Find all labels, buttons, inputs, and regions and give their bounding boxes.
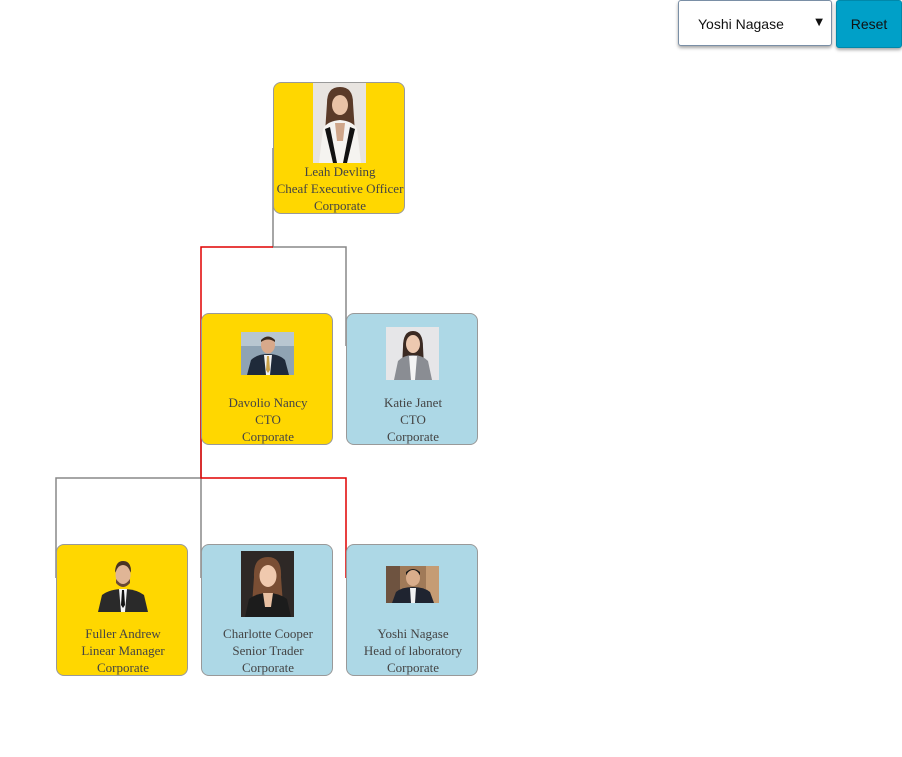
- node-title: Cheaf Executive Officer: [276, 181, 404, 196]
- connector-davolio-fuller: [55, 477, 201, 578]
- person-photo-yoshi: [386, 566, 439, 603]
- person-photo-charlotte: [241, 551, 294, 617]
- person-photo-davolio: [241, 332, 294, 375]
- reset-button[interactable]: Reset: [836, 0, 902, 48]
- org-node-yoshi-nagase[interactable]: Yoshi Nagase Head of laboratory Corporat…: [346, 544, 478, 676]
- toolbar: Yoshi Nagase ▼ Reset: [678, 0, 902, 50]
- org-node-fuller-andrew[interactable]: Fuller Andrew Linear Manager Corporate: [56, 544, 188, 676]
- node-name: Yoshi Nagase: [377, 626, 449, 641]
- org-node-katie-janet[interactable]: Katie Janet CTO Corporate: [346, 313, 478, 445]
- node-department: Corporate: [242, 429, 294, 444]
- employee-select[interactable]: Yoshi Nagase ▼: [678, 0, 832, 46]
- node-name: Katie Janet: [383, 395, 443, 410]
- node-title: Linear Manager: [81, 643, 165, 658]
- node-department: Corporate: [387, 429, 439, 444]
- node-title: Head of laboratory: [363, 643, 463, 658]
- highlight-path-leah-davolio: [200, 246, 273, 346]
- node-name: Leah Devling: [304, 164, 376, 179]
- node-department: Corporate: [242, 660, 294, 675]
- node-name: Fuller Andrew: [85, 626, 161, 641]
- node-title: Senior Trader: [232, 643, 304, 658]
- person-photo-katie: [386, 327, 439, 380]
- person-photo-fuller: [96, 559, 149, 612]
- node-name: Charlotte Cooper: [223, 626, 313, 641]
- employee-select-value: Yoshi Nagase: [698, 16, 784, 32]
- org-node-charlotte-cooper[interactable]: Charlotte Cooper Senior Trader Corporate: [201, 544, 333, 676]
- node-department: Corporate: [314, 198, 366, 213]
- node-name: Davolio Nancy: [228, 395, 308, 410]
- node-department: Corporate: [97, 660, 149, 675]
- node-title: CTO: [400, 412, 426, 427]
- node-department: Corporate: [387, 660, 439, 675]
- person-photo-leah: [313, 83, 366, 163]
- org-node-leah-devling[interactable]: Leah Devling Cheaf Executive Officer Cor…: [273, 82, 405, 214]
- org-node-davolio-nancy[interactable]: Davolio Nancy CTO Corporate: [201, 313, 333, 445]
- chevron-down-icon: ▼: [815, 17, 823, 28]
- node-title: CTO: [255, 412, 281, 427]
